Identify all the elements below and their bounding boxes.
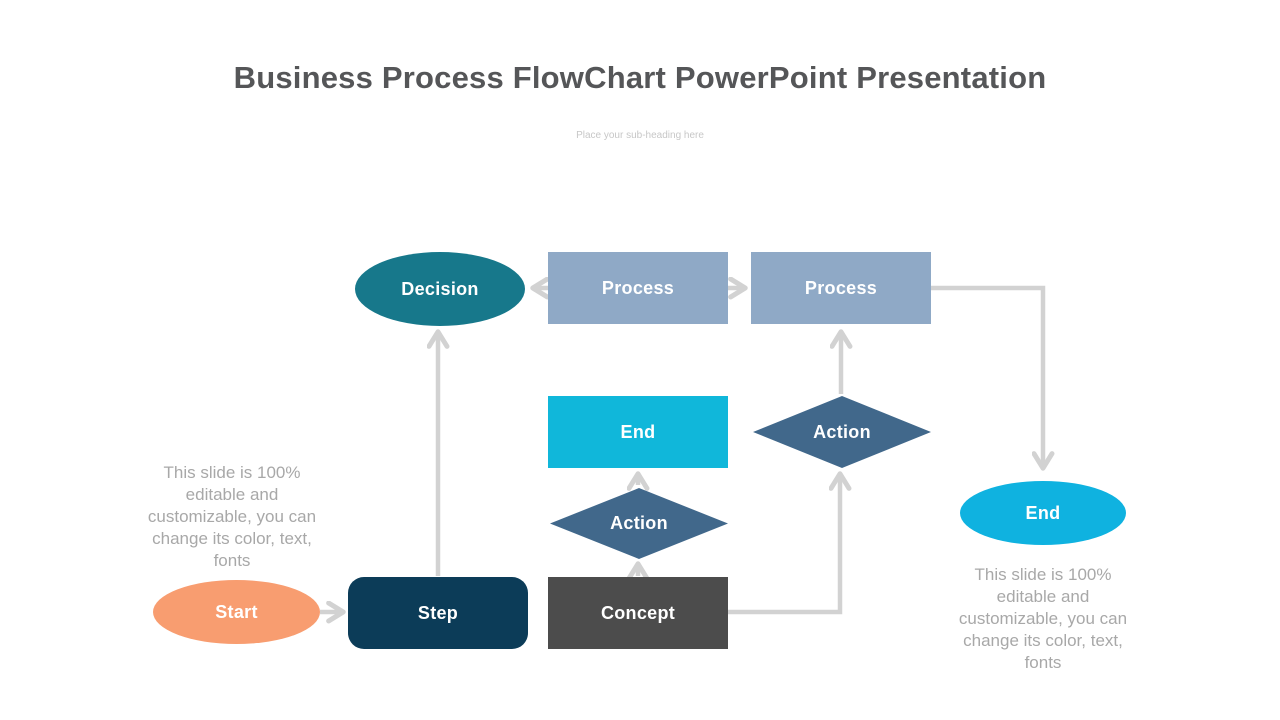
editable-note-right[interactable]: This slide is 100% editable and customiz… (958, 565, 1128, 672)
node-concept[interactable]: Concept (548, 577, 728, 649)
node-process-1[interactable]: Process (548, 252, 728, 324)
node-step[interactable]: Step (348, 577, 528, 649)
slide-subheading-placeholder[interactable]: Place your sub-heading here (576, 130, 704, 141)
editable-note-left[interactable]: This slide is 100% editable and customiz… (147, 463, 317, 570)
node-decision-label: Decision (401, 278, 479, 299)
node-process-1-label: Process (601, 277, 675, 298)
node-end-ellipse-label: End (1025, 502, 1061, 523)
node-start-label: Start (215, 601, 258, 622)
node-process-2[interactable]: Process (751, 252, 931, 324)
arrow-concept-to-action-upper (728, 476, 840, 615)
node-start[interactable]: Start (153, 580, 320, 644)
node-action-lower-label: Action (610, 513, 668, 533)
node-action-upper-label: Action (813, 421, 871, 442)
node-end-box[interactable]: End (548, 396, 728, 468)
node-concept-label: Concept (600, 602, 676, 623)
node-decision[interactable]: Decision (355, 252, 525, 326)
slide-title[interactable]: Business Process FlowChart PowerPoint Pr… (233, 60, 1047, 95)
node-end-box-label: End (620, 421, 656, 442)
arrow-process2-to-end-ellipse (931, 285, 1043, 466)
node-step-label: Step (417, 602, 459, 623)
node-end-ellipse[interactable]: End (960, 481, 1126, 545)
node-process-2-label: Process (804, 277, 878, 298)
